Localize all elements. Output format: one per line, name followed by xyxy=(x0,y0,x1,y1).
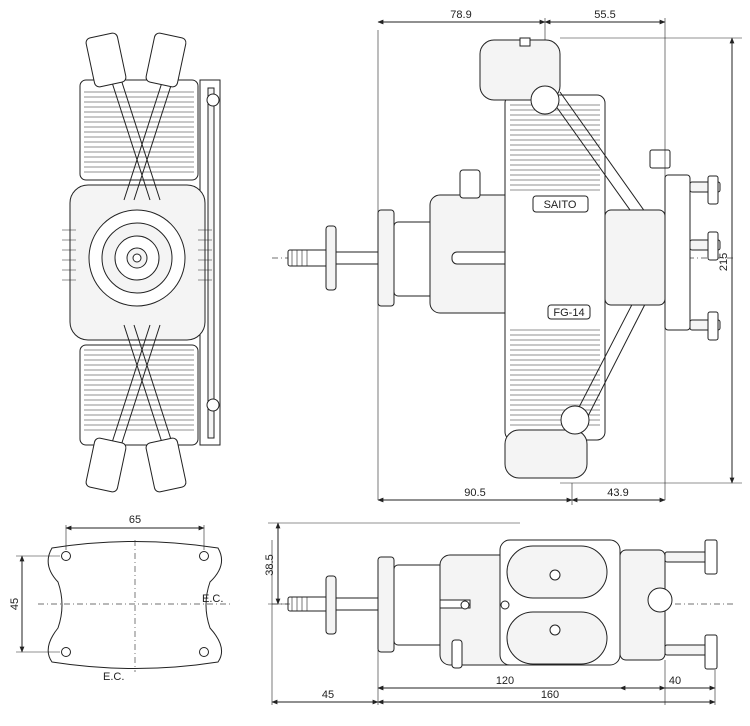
dim-side-top-right: 55.5 xyxy=(594,9,615,21)
mount-hole-1 xyxy=(61,551,71,561)
top-view xyxy=(268,522,735,705)
mount-hole-4 xyxy=(199,647,209,657)
dim-side-height: 215 xyxy=(718,253,730,271)
dim-side-top-left: 78.9 xyxy=(450,9,471,21)
side-prop-shaft xyxy=(287,209,435,307)
dim-mount-height: 45 xyxy=(9,598,21,610)
side-pushrods xyxy=(530,85,666,435)
side-cylinder-block xyxy=(504,94,606,441)
dim-top-120: 120 xyxy=(496,675,514,687)
side-dimensions: 78.9 55.5 215 90.5 43.9 xyxy=(377,9,735,503)
label-ec-right: E.C. xyxy=(202,593,223,605)
mount-hole-3 xyxy=(61,647,71,657)
front-upper-cylinder xyxy=(79,79,199,181)
label-ec-bottom: E.C. xyxy=(103,671,124,683)
front-pushrods xyxy=(107,69,177,456)
dim-top-160: 160 xyxy=(541,689,559,701)
mount-hole-2 xyxy=(199,551,209,561)
side-view: SAITO FG-14 xyxy=(272,18,742,505)
top-dimensions: 38.5 45 120 160 40 xyxy=(264,522,716,705)
front-view xyxy=(62,32,221,493)
top-prop-shaft xyxy=(287,556,445,653)
nameplate-brand-text: SAITO xyxy=(544,199,577,211)
dim-side-bottom-right: 43.9 xyxy=(607,487,628,499)
nameplate-model-text: FG-14 xyxy=(553,307,584,319)
side-mount-lugs xyxy=(689,175,721,341)
side-nameplate-model xyxy=(547,304,591,320)
mount-pattern: 65 45 E.C. E.C. xyxy=(9,514,232,683)
dim-top-prop: 45 xyxy=(322,689,334,701)
dim-top-height: 38.5 xyxy=(264,554,276,575)
dim-mount-width: 65 xyxy=(129,514,141,526)
dim-side-bottom-left: 90.5 xyxy=(464,487,485,499)
front-plug-caps xyxy=(85,32,187,493)
top-cylinder-head-2 xyxy=(506,611,608,665)
mount-plate-outline xyxy=(47,541,223,669)
side-nameplate-brand xyxy=(532,195,589,213)
side-lower-head xyxy=(504,429,588,479)
top-mount-lugs xyxy=(664,539,718,670)
dim-top-40: 40 xyxy=(669,675,681,687)
